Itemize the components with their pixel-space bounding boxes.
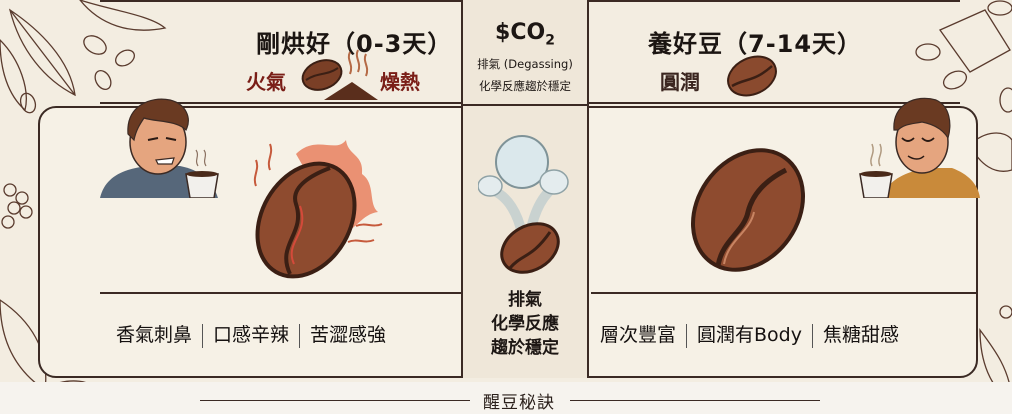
footer-line-left xyxy=(200,400,470,401)
footer-line-right xyxy=(570,400,820,401)
footer-band xyxy=(0,382,1012,414)
trait-separator xyxy=(811,323,813,348)
co2-title: $CO2 xyxy=(463,20,587,48)
left-trait-2: 口感辛辣 xyxy=(213,324,290,346)
right-trait-3: 焦糖甜感 xyxy=(822,324,899,346)
center-bottom-text: 排氣 化學反應 趨於穩定 xyxy=(463,288,587,360)
left-trait-1: 香氣刺鼻 xyxy=(116,324,193,346)
right-traits-rule xyxy=(591,292,976,294)
left-tag-fire: 火氣 xyxy=(246,70,286,94)
right-trait-2: 圓潤有Body xyxy=(697,324,802,346)
fiery-coffee-bean-icon xyxy=(253,140,383,279)
center-subtitle-2: 化學反應趨於穩定 xyxy=(479,79,571,93)
right-trait-1: 層次豐富 xyxy=(600,324,677,346)
left-tag-dry-heat: 燥熱 xyxy=(380,70,420,94)
center-header-rule xyxy=(463,104,587,106)
roasted-bean-with-grounds-icon xyxy=(301,49,378,100)
co2-subscript: 2 xyxy=(545,32,555,49)
footer-label: 醒豆秘訣 xyxy=(483,393,555,413)
center-bottom-line-2: 化學反應 xyxy=(491,314,559,334)
grimacing-man-icon xyxy=(100,98,219,198)
left-traits: 香氣刺鼻口感辛辣苦澀感強 xyxy=(116,320,386,348)
right-title: 養好豆（7-14天） xyxy=(648,30,863,58)
center-column xyxy=(461,0,589,378)
left-trait-3: 苦澀感強 xyxy=(310,324,387,346)
left-traits-rule xyxy=(100,292,461,294)
center-bottom-line-3: 趨於穩定 xyxy=(491,338,559,358)
co2-title-text: $CO xyxy=(495,20,546,45)
left-title: 剛烘好（0-3天） xyxy=(256,30,453,58)
center-subtitle-1: 排氣 (Degassing) xyxy=(477,57,573,71)
small-coffee-bean-icon xyxy=(727,55,777,97)
trait-separator xyxy=(686,323,688,348)
trait-separator xyxy=(202,323,204,348)
right-tag-smooth: 圓潤 xyxy=(660,70,700,94)
center-bottom-line-1: 排氣 xyxy=(508,290,542,310)
rested-coffee-bean-icon xyxy=(690,148,806,272)
degassing-bean-icon xyxy=(478,135,569,274)
smiling-man-icon xyxy=(859,97,980,198)
trait-separator xyxy=(299,323,301,348)
right-traits: 層次豐富圓潤有Body 焦糖甜感 xyxy=(600,320,899,348)
